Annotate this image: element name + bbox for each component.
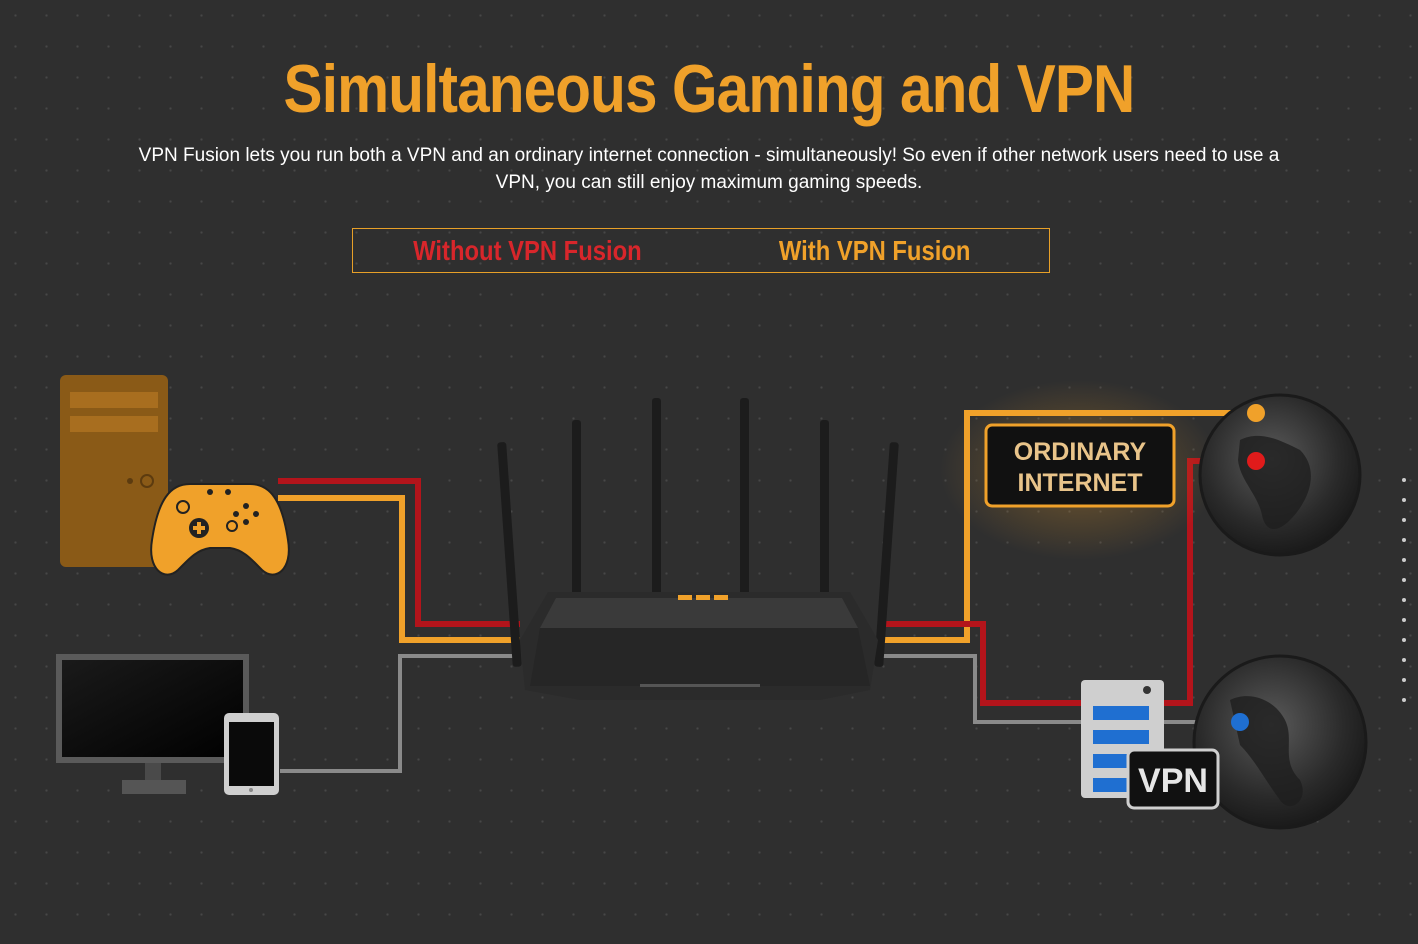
without-vpn-fusion-label: Without VPN Fusion	[412, 234, 642, 266]
with-vpn-fusion-tab[interactable]: With VPN Fusion	[701, 229, 1049, 272]
gray-line-right	[880, 654, 1240, 724]
router-icon	[497, 398, 899, 700]
pc-tower-icon	[60, 375, 168, 567]
ordinary-internet-label: ORDINARY INTERNET	[984, 423, 1176, 508]
vpn-server-icon: VPN	[1081, 680, 1220, 810]
vpn-fusion-toggle: Without VPN Fusion With VPN Fusion	[352, 228, 1050, 273]
page-title: Simultaneous Gaming and VPN	[283, 51, 1136, 127]
with-vpn-fusion-label: With VPN Fusion	[779, 234, 971, 266]
slide-indicator-dots	[1402, 478, 1406, 702]
gray-line-left	[280, 654, 520, 773]
globe-bottom-icon	[1192, 654, 1368, 830]
red-line-left	[278, 478, 520, 627]
globe-top-icon	[1198, 393, 1362, 557]
game-controller-icon	[150, 483, 290, 576]
monitor-icon	[56, 654, 249, 794]
tablet-icon	[224, 713, 279, 795]
ordinary-internet-line2: INTERNET	[1018, 469, 1143, 497]
page-description: VPN Fusion lets you run both a VPN and a…	[138, 145, 1280, 193]
without-vpn-fusion-tab[interactable]: Without VPN Fusion	[353, 229, 701, 272]
ordinary-internet-line1: ORDINARY	[1014, 438, 1147, 466]
orange-line-left	[278, 495, 520, 643]
vpn-label: VPN	[1138, 762, 1208, 800]
